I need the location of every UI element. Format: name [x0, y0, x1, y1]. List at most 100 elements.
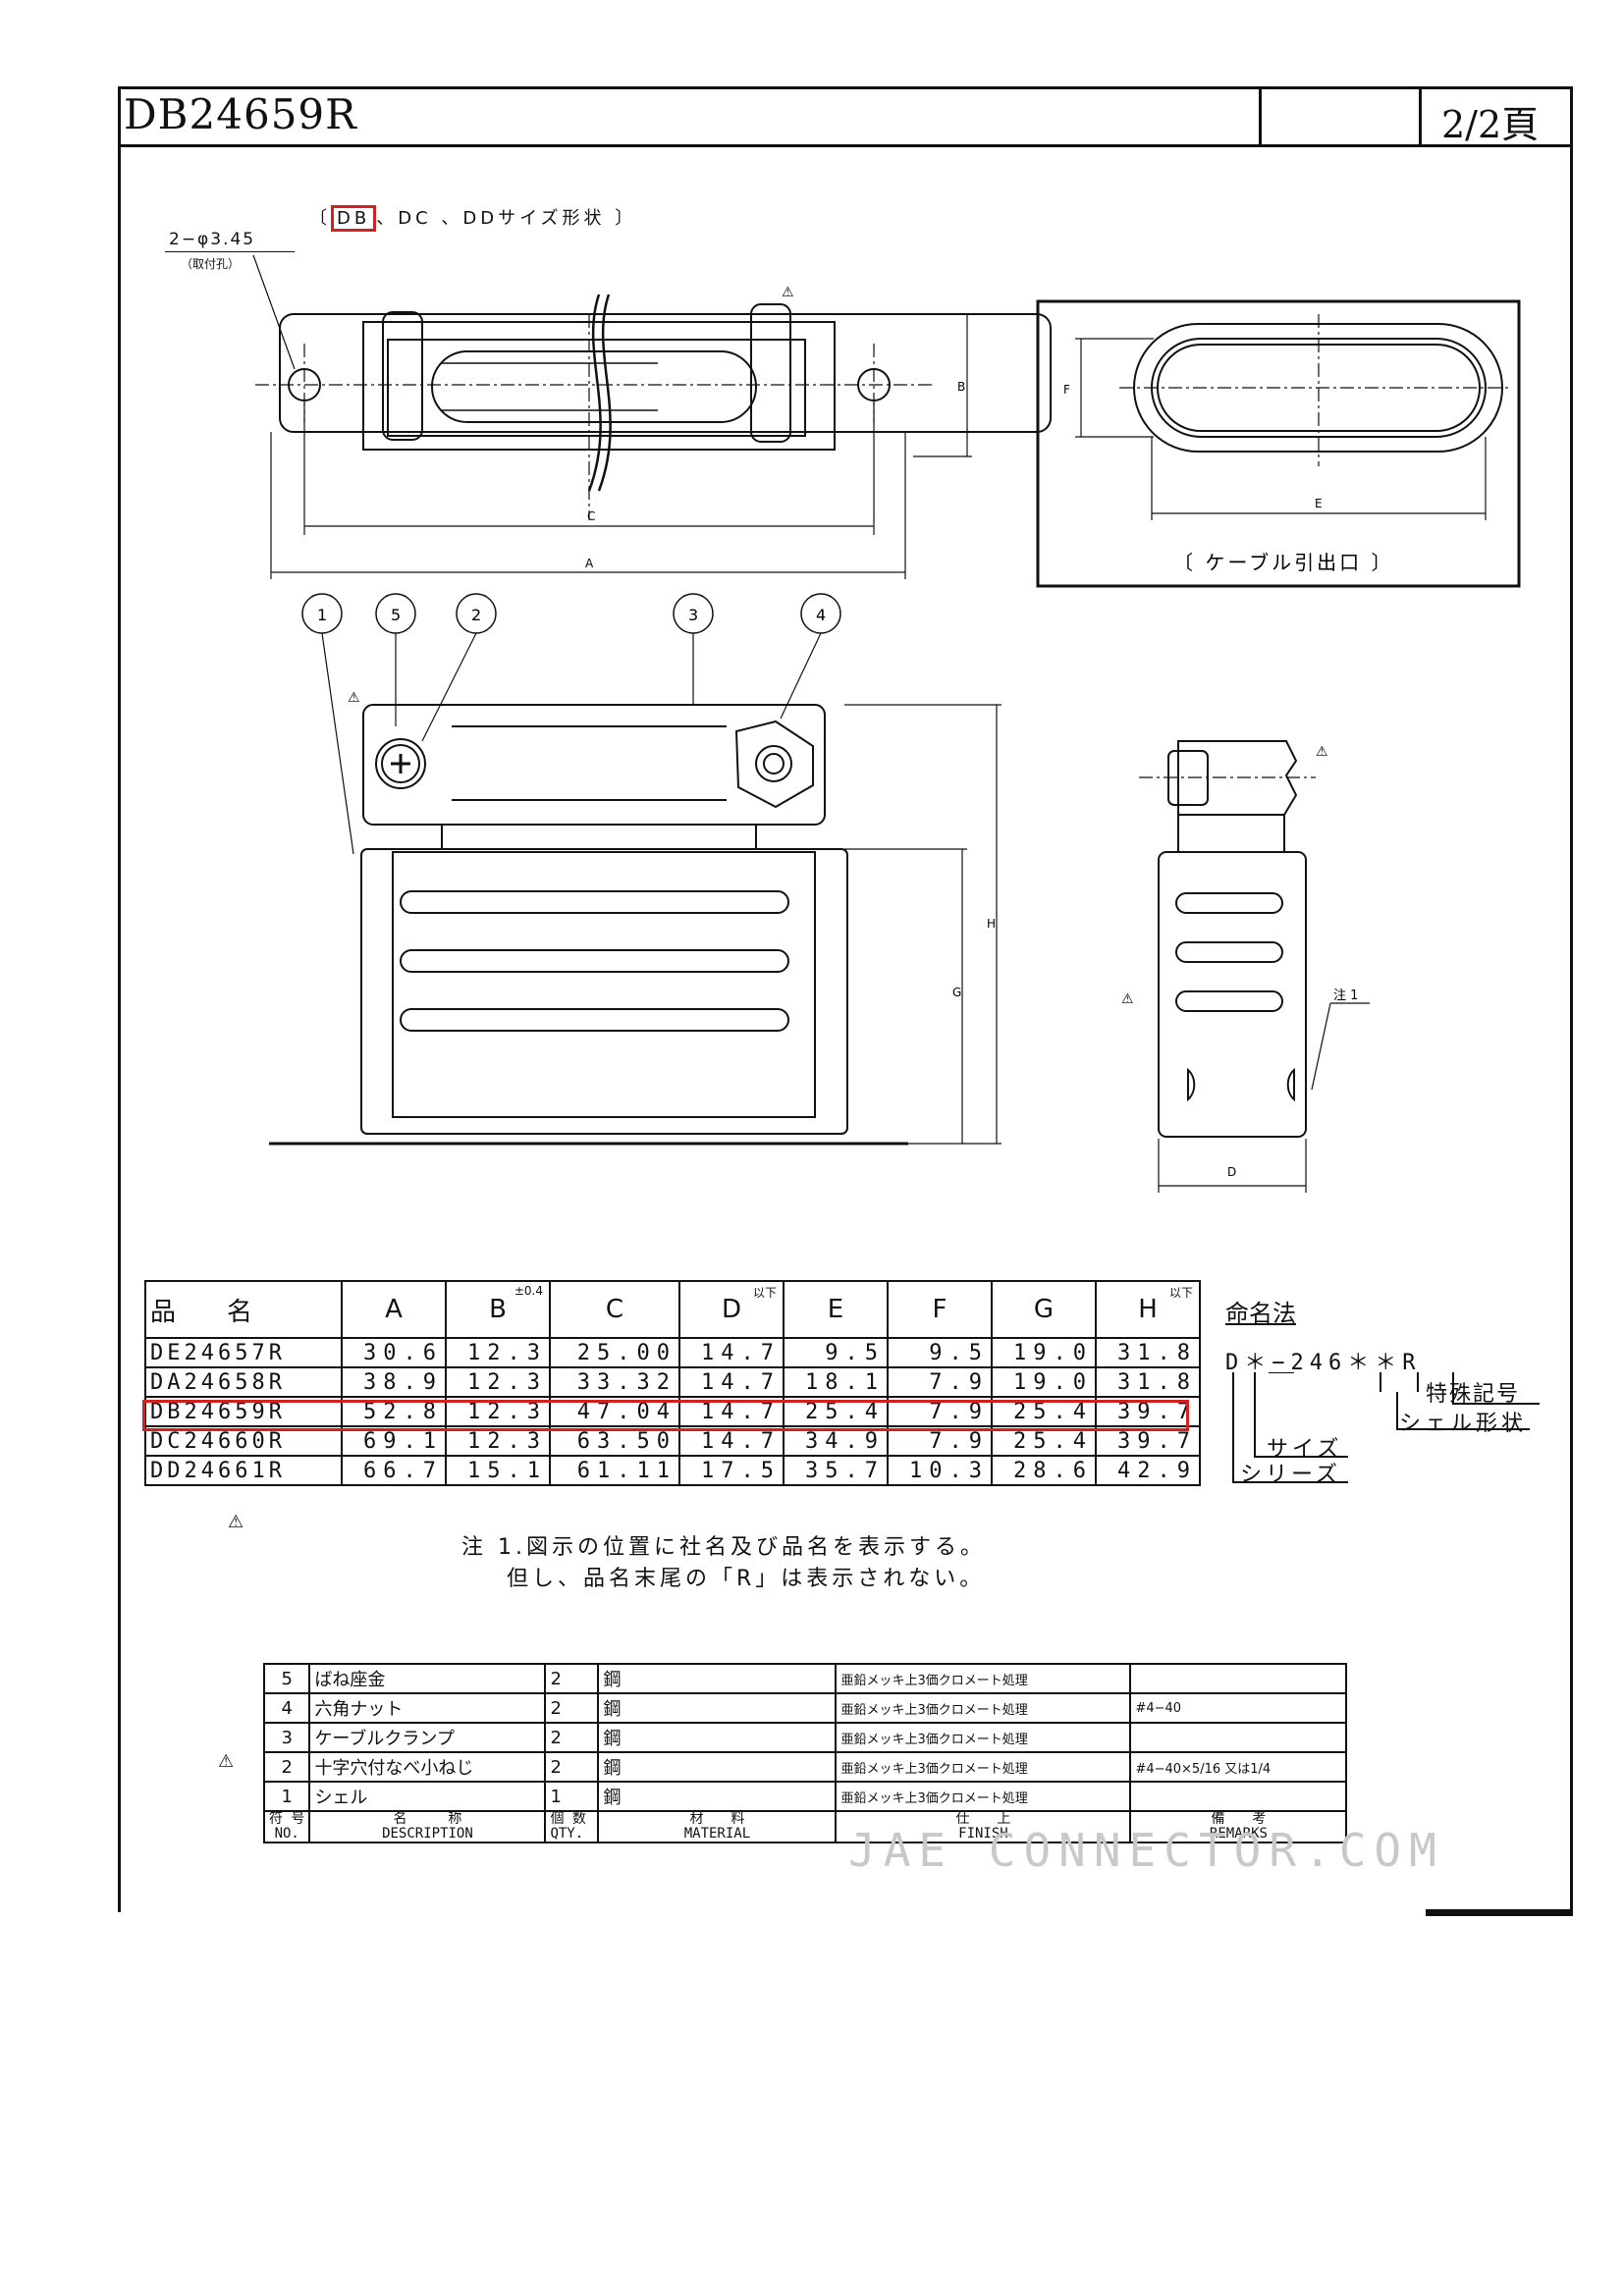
- parts-material-cell: 鋼: [597, 1692, 838, 1724]
- parts-desc-cell: ケーブルクランプ: [308, 1722, 547, 1753]
- parts-material-cell: 鋼: [597, 1751, 838, 1783]
- dimension-cell: 30.6: [341, 1337, 447, 1368]
- note-callout: 注 1: [1333, 988, 1358, 1003]
- naming-series: シリーズ: [1240, 1463, 1341, 1487]
- parts-desc-cell: ばね座金: [308, 1663, 547, 1694]
- column-header: B±0.4: [445, 1280, 551, 1339]
- column-header: C: [549, 1280, 680, 1339]
- shape-caption: 〔DB、DC 、DDサイズ形状 〕: [309, 204, 636, 232]
- dim-label: H: [987, 917, 996, 931]
- dim-label: B: [957, 380, 965, 394]
- parts-qty-cell: 2: [544, 1722, 600, 1753]
- tolerance-note: 以下: [1168, 1286, 1193, 1300]
- parts-remarks-cell: [1129, 1781, 1348, 1812]
- title-divider: [1419, 86, 1422, 147]
- naming-leaders: [1232, 1372, 1540, 1483]
- part-number-cell: DA24658R: [144, 1366, 343, 1398]
- frame-bottom: [1426, 1909, 1573, 1916]
- dimension-cell: 12.3: [445, 1425, 551, 1457]
- parts-remarks-cell: [1129, 1663, 1348, 1694]
- parts-no-cell: 4: [262, 1692, 311, 1724]
- dimension-cell: 35.7: [783, 1455, 889, 1486]
- dim-label: G: [952, 986, 961, 999]
- selected-row-highlight: [142, 1400, 1189, 1431]
- highlight-db: DB: [331, 205, 377, 232]
- hole-sub: （取付孔）: [181, 257, 241, 271]
- hole-label: 2−φ3.45: [169, 230, 256, 249]
- dimension-cell: 15.1: [445, 1455, 551, 1486]
- revision-mark-icon: ⚠: [228, 1512, 244, 1532]
- parts-finish-cell: 亜鉛メッキ上3価クロメート処理: [835, 1722, 1132, 1753]
- watermark: JAE CONNECTOR.COM: [848, 1824, 1444, 1877]
- part-number-cell: DD24661R: [144, 1455, 343, 1486]
- parts-qty-cell: 2: [544, 1751, 600, 1783]
- parts-desc-cell: 六角ナット: [308, 1692, 547, 1724]
- naming-shell: シェル形状: [1399, 1412, 1528, 1436]
- parts-remarks-cell: #4−40×5/16 又は1/4: [1129, 1751, 1348, 1783]
- dimension-cell: 25.4: [991, 1425, 1097, 1457]
- parts-no-cell: 1: [262, 1781, 311, 1812]
- side-view-drawing: D 注 1 ⚠ ⚠: [1121, 740, 1370, 1193]
- dimension-cell: 10.3: [887, 1455, 993, 1486]
- parts-material-cell: 鋼: [597, 1663, 838, 1694]
- tolerance-note: 以下: [752, 1286, 777, 1300]
- revision-mark-icon: ⚠: [1316, 744, 1328, 760]
- cable-outlet-drawing: F E 〔 ケーブル引出口 〕: [1036, 299, 1521, 588]
- parts-no-cell: 2: [262, 1751, 311, 1783]
- front-view-drawing: 1 5 2 3 4 H G ⚠: [269, 593, 1001, 1146]
- dim-label: E: [1315, 497, 1323, 510]
- dimension-cell: 14.7: [678, 1366, 785, 1398]
- dimension-cell: 25.00: [549, 1337, 680, 1368]
- title-block: [118, 86, 1573, 147]
- column-header: A: [341, 1280, 447, 1339]
- dimension-cell: 19.0: [991, 1366, 1097, 1398]
- parts-qty-cell: 1: [544, 1781, 600, 1812]
- balloon-1: 1: [317, 606, 327, 624]
- dim-label: F: [1063, 383, 1070, 397]
- title-divider: [1259, 86, 1262, 147]
- dimension-cell: 61.11: [549, 1455, 680, 1486]
- dimension-cell: 7.9: [887, 1366, 993, 1398]
- dimension-cell: 19.0: [991, 1337, 1097, 1368]
- note-line-2: 但し、品名末尾の「R」は表示されない。: [507, 1567, 986, 1591]
- naming-title: 命名法: [1225, 1300, 1296, 1327]
- parts-finish-cell: 亜鉛メッキ上3価クロメート処理: [835, 1751, 1132, 1783]
- column-header: G: [991, 1280, 1097, 1339]
- cable-outlet-caption: 〔 ケーブル引出口 〕: [1173, 551, 1394, 574]
- column-header: E: [783, 1280, 889, 1339]
- parts-desc-cell: 十字穴付なべ小ねじ: [308, 1751, 547, 1783]
- revision-mark-icon: ⚠: [1121, 991, 1134, 1007]
- document-title: DB24659R: [124, 90, 357, 138]
- naming-size: サイズ: [1267, 1437, 1343, 1462]
- naming-special: 特殊記号: [1426, 1382, 1521, 1407]
- parts-qty-cell: 2: [544, 1663, 600, 1694]
- dim-label: A: [585, 557, 594, 570]
- column-header: F: [887, 1280, 993, 1339]
- part-number-cell: DE24657R: [144, 1337, 343, 1368]
- parts-finish-cell: 亜鉛メッキ上3価クロメート処理: [835, 1692, 1132, 1724]
- dimension-cell: 31.8: [1095, 1366, 1201, 1398]
- balloon-2: 2: [471, 606, 481, 624]
- dimension-cell: 18.1: [783, 1366, 889, 1398]
- tolerance-note: ±0.4: [514, 1284, 543, 1298]
- balloon-3: 3: [688, 606, 698, 624]
- dimension-cell: 12.3: [445, 1396, 551, 1427]
- dim-label: D: [1227, 1165, 1236, 1179]
- dimension-cell: 17.5: [678, 1455, 785, 1486]
- balloon-4: 4: [816, 606, 826, 624]
- column-header: 品 名: [144, 1280, 343, 1339]
- dimension-cell: 42.9: [1095, 1455, 1201, 1486]
- frame-left: [118, 145, 121, 1912]
- top-view-drawing: C A B ⚠: [252, 254, 1052, 579]
